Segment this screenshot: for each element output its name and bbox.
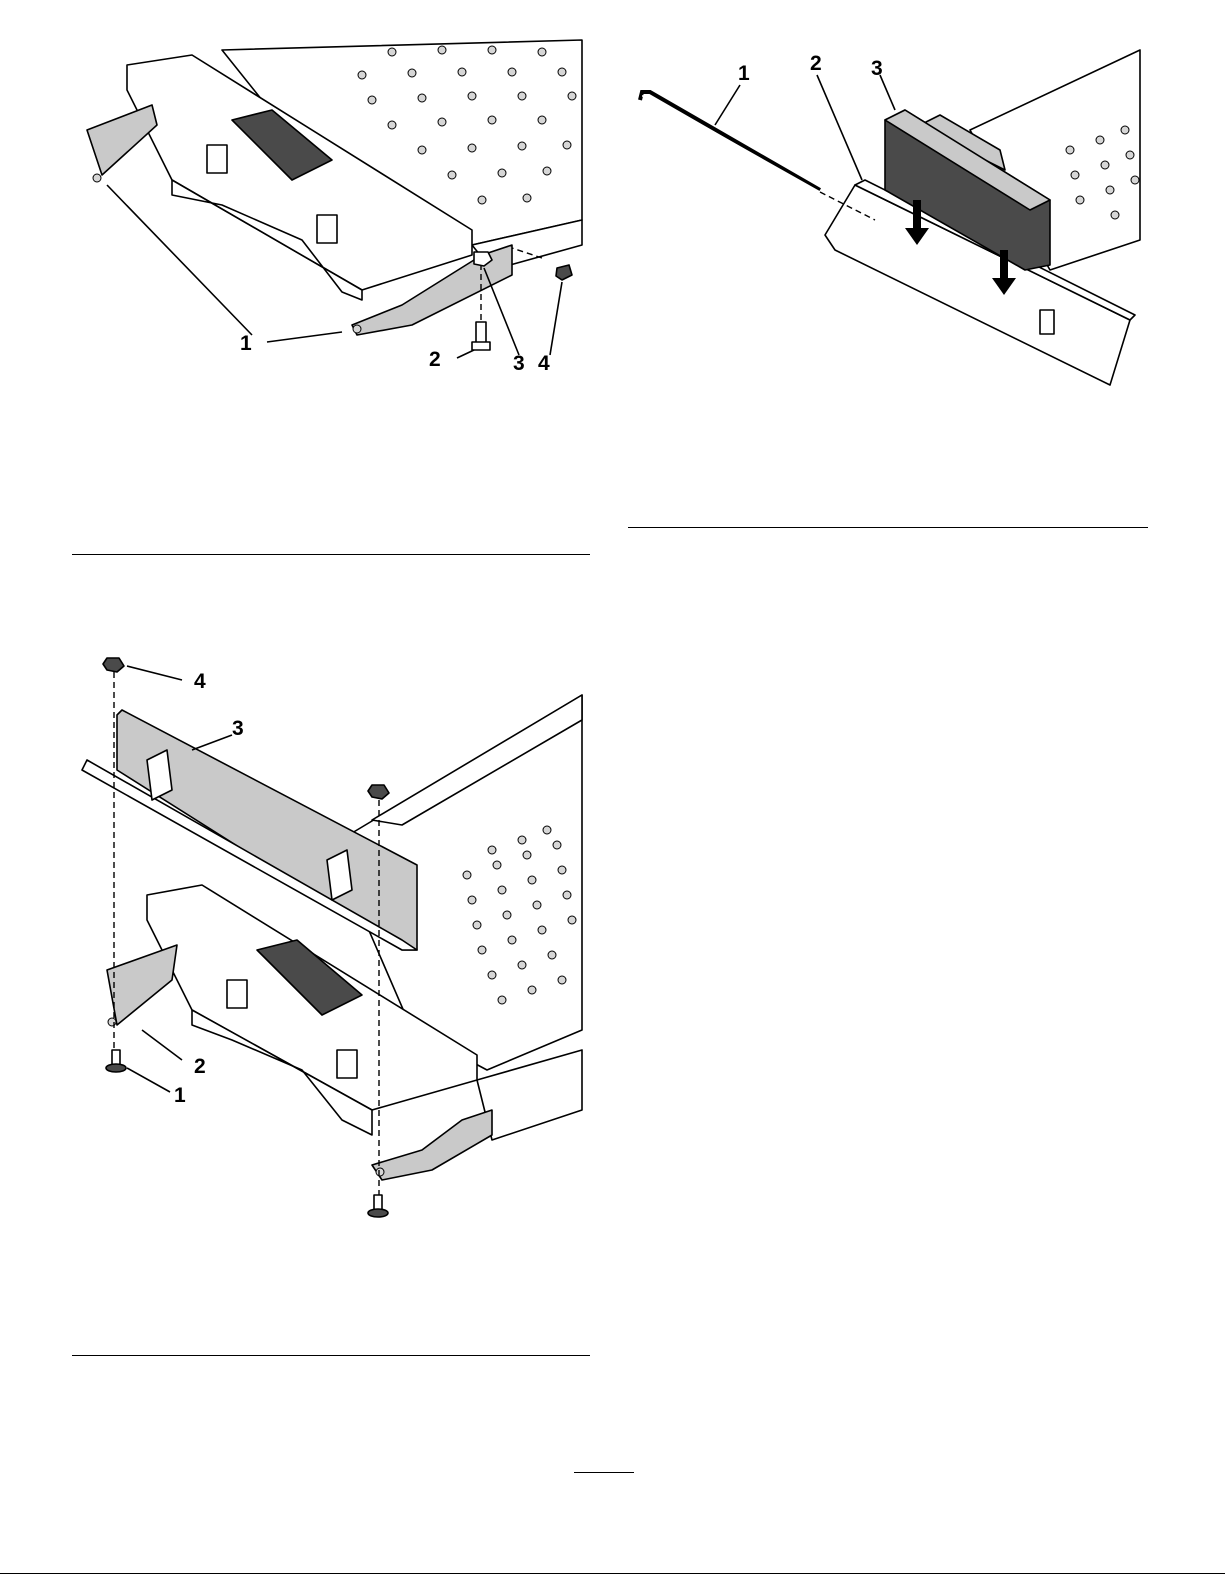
rod-inner	[642, 96, 820, 192]
callout-2: 2	[194, 1055, 206, 1078]
figure-top-right: 1 2 3	[630, 40, 1150, 400]
bolt-2	[472, 322, 490, 350]
callout-4: 4	[538, 352, 550, 375]
callout-2: 2	[810, 52, 822, 75]
tray-slot	[1040, 310, 1054, 334]
bolt-1-bottom-left	[106, 1050, 126, 1072]
nut-4-top-left	[103, 658, 124, 672]
page-number-rule	[574, 1472, 634, 1491]
callout-1: 1	[240, 332, 252, 355]
guard-tab-right	[327, 850, 352, 900]
slot-left	[227, 980, 247, 1008]
callout-1: 1	[738, 62, 750, 85]
nut-top-right	[368, 785, 389, 799]
arm-left	[87, 105, 157, 175]
slot-left	[207, 145, 227, 173]
figure-bottom-left: 4 3 2 1	[72, 650, 592, 1240]
arm-right	[372, 1110, 492, 1180]
rule-top-left	[72, 554, 590, 555]
callout-3: 3	[871, 57, 883, 80]
callout-4: 4	[194, 670, 206, 693]
rule-page-bottom	[0, 1573, 1225, 1574]
figure-top-left: 1 2 3 4	[72, 30, 592, 390]
slot-right	[337, 1050, 357, 1078]
callout-2: 2	[429, 348, 441, 371]
callout-1: 1	[174, 1084, 186, 1107]
figure-top-right-drawing: 1 2 3	[630, 40, 1150, 400]
bolt-4	[556, 265, 572, 280]
figure-top-left-drawing: 1 2 3 4	[72, 30, 592, 390]
rule-bottom-left	[72, 1355, 590, 1356]
slot-right	[317, 215, 337, 243]
bolt-bottom-right	[368, 1195, 388, 1217]
callout-3: 3	[513, 352, 525, 375]
figure-bottom-left-drawing: 4 3 2 1	[72, 650, 592, 1240]
arm-left	[107, 945, 177, 1025]
callout-3: 3	[232, 717, 244, 740]
rule-top-right	[628, 527, 1148, 528]
guard-tab	[147, 750, 172, 800]
